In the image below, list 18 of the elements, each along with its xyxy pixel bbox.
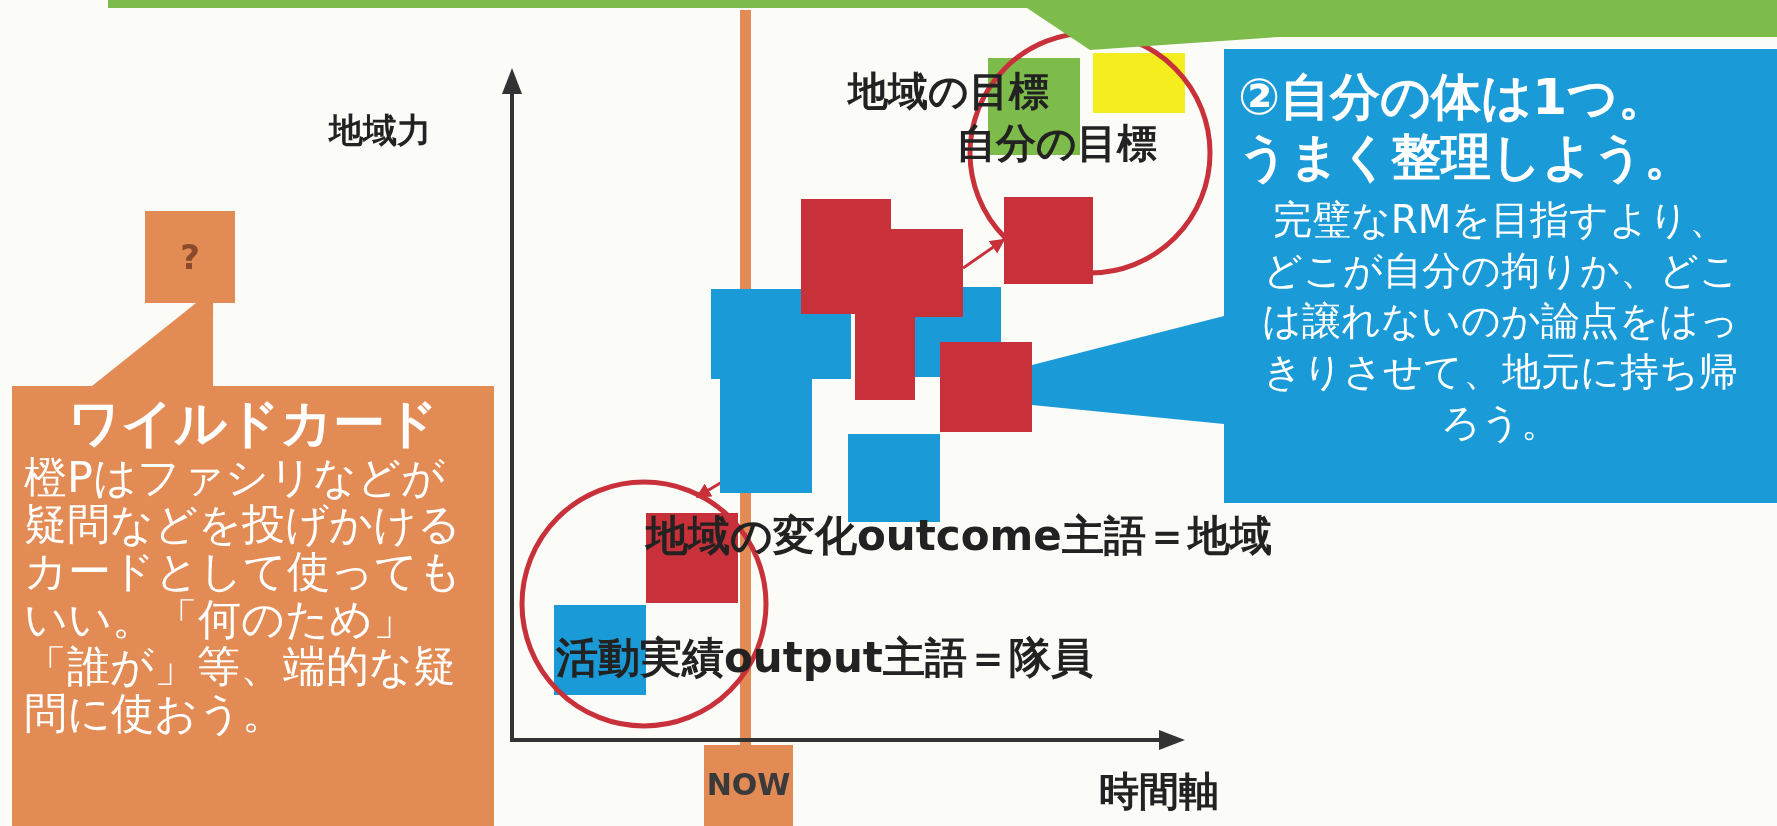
square-block (940, 342, 1032, 432)
card-heading: ワイルドカード (67, 394, 439, 454)
callout-tail (92, 303, 214, 386)
callout-tail (1032, 315, 1224, 424)
arrow (962, 238, 1006, 270)
wildcard-panel (12, 386, 494, 826)
callout-panel (1224, 49, 1777, 503)
goal-text: 地域の目標 (848, 67, 1049, 116)
question-card (145, 211, 235, 303)
now-label: NOW (705, 766, 792, 802)
panel-heading: ②自分の体は1つ。うまく整理しよう。 (1238, 67, 1695, 187)
axis-label: 時間軸 (1099, 767, 1219, 816)
card-text: 橙Pはファシリなどが疑問などを投げかけるカードとして使ってもいい。「何のため」「誰が」等、端的な疑問に使おう。 (24, 453, 463, 738)
now-tab (704, 745, 793, 826)
axis-label: 地域力 (329, 109, 431, 152)
question-mark: ? (179, 236, 201, 279)
square-block (1004, 197, 1093, 284)
panel-text: 完璧なRMを目指すより、どこが自分の拘りか、どこは譲れないのか論点をはっきりさせて、地元に持ち帰ろう。 (1261, 196, 1740, 447)
